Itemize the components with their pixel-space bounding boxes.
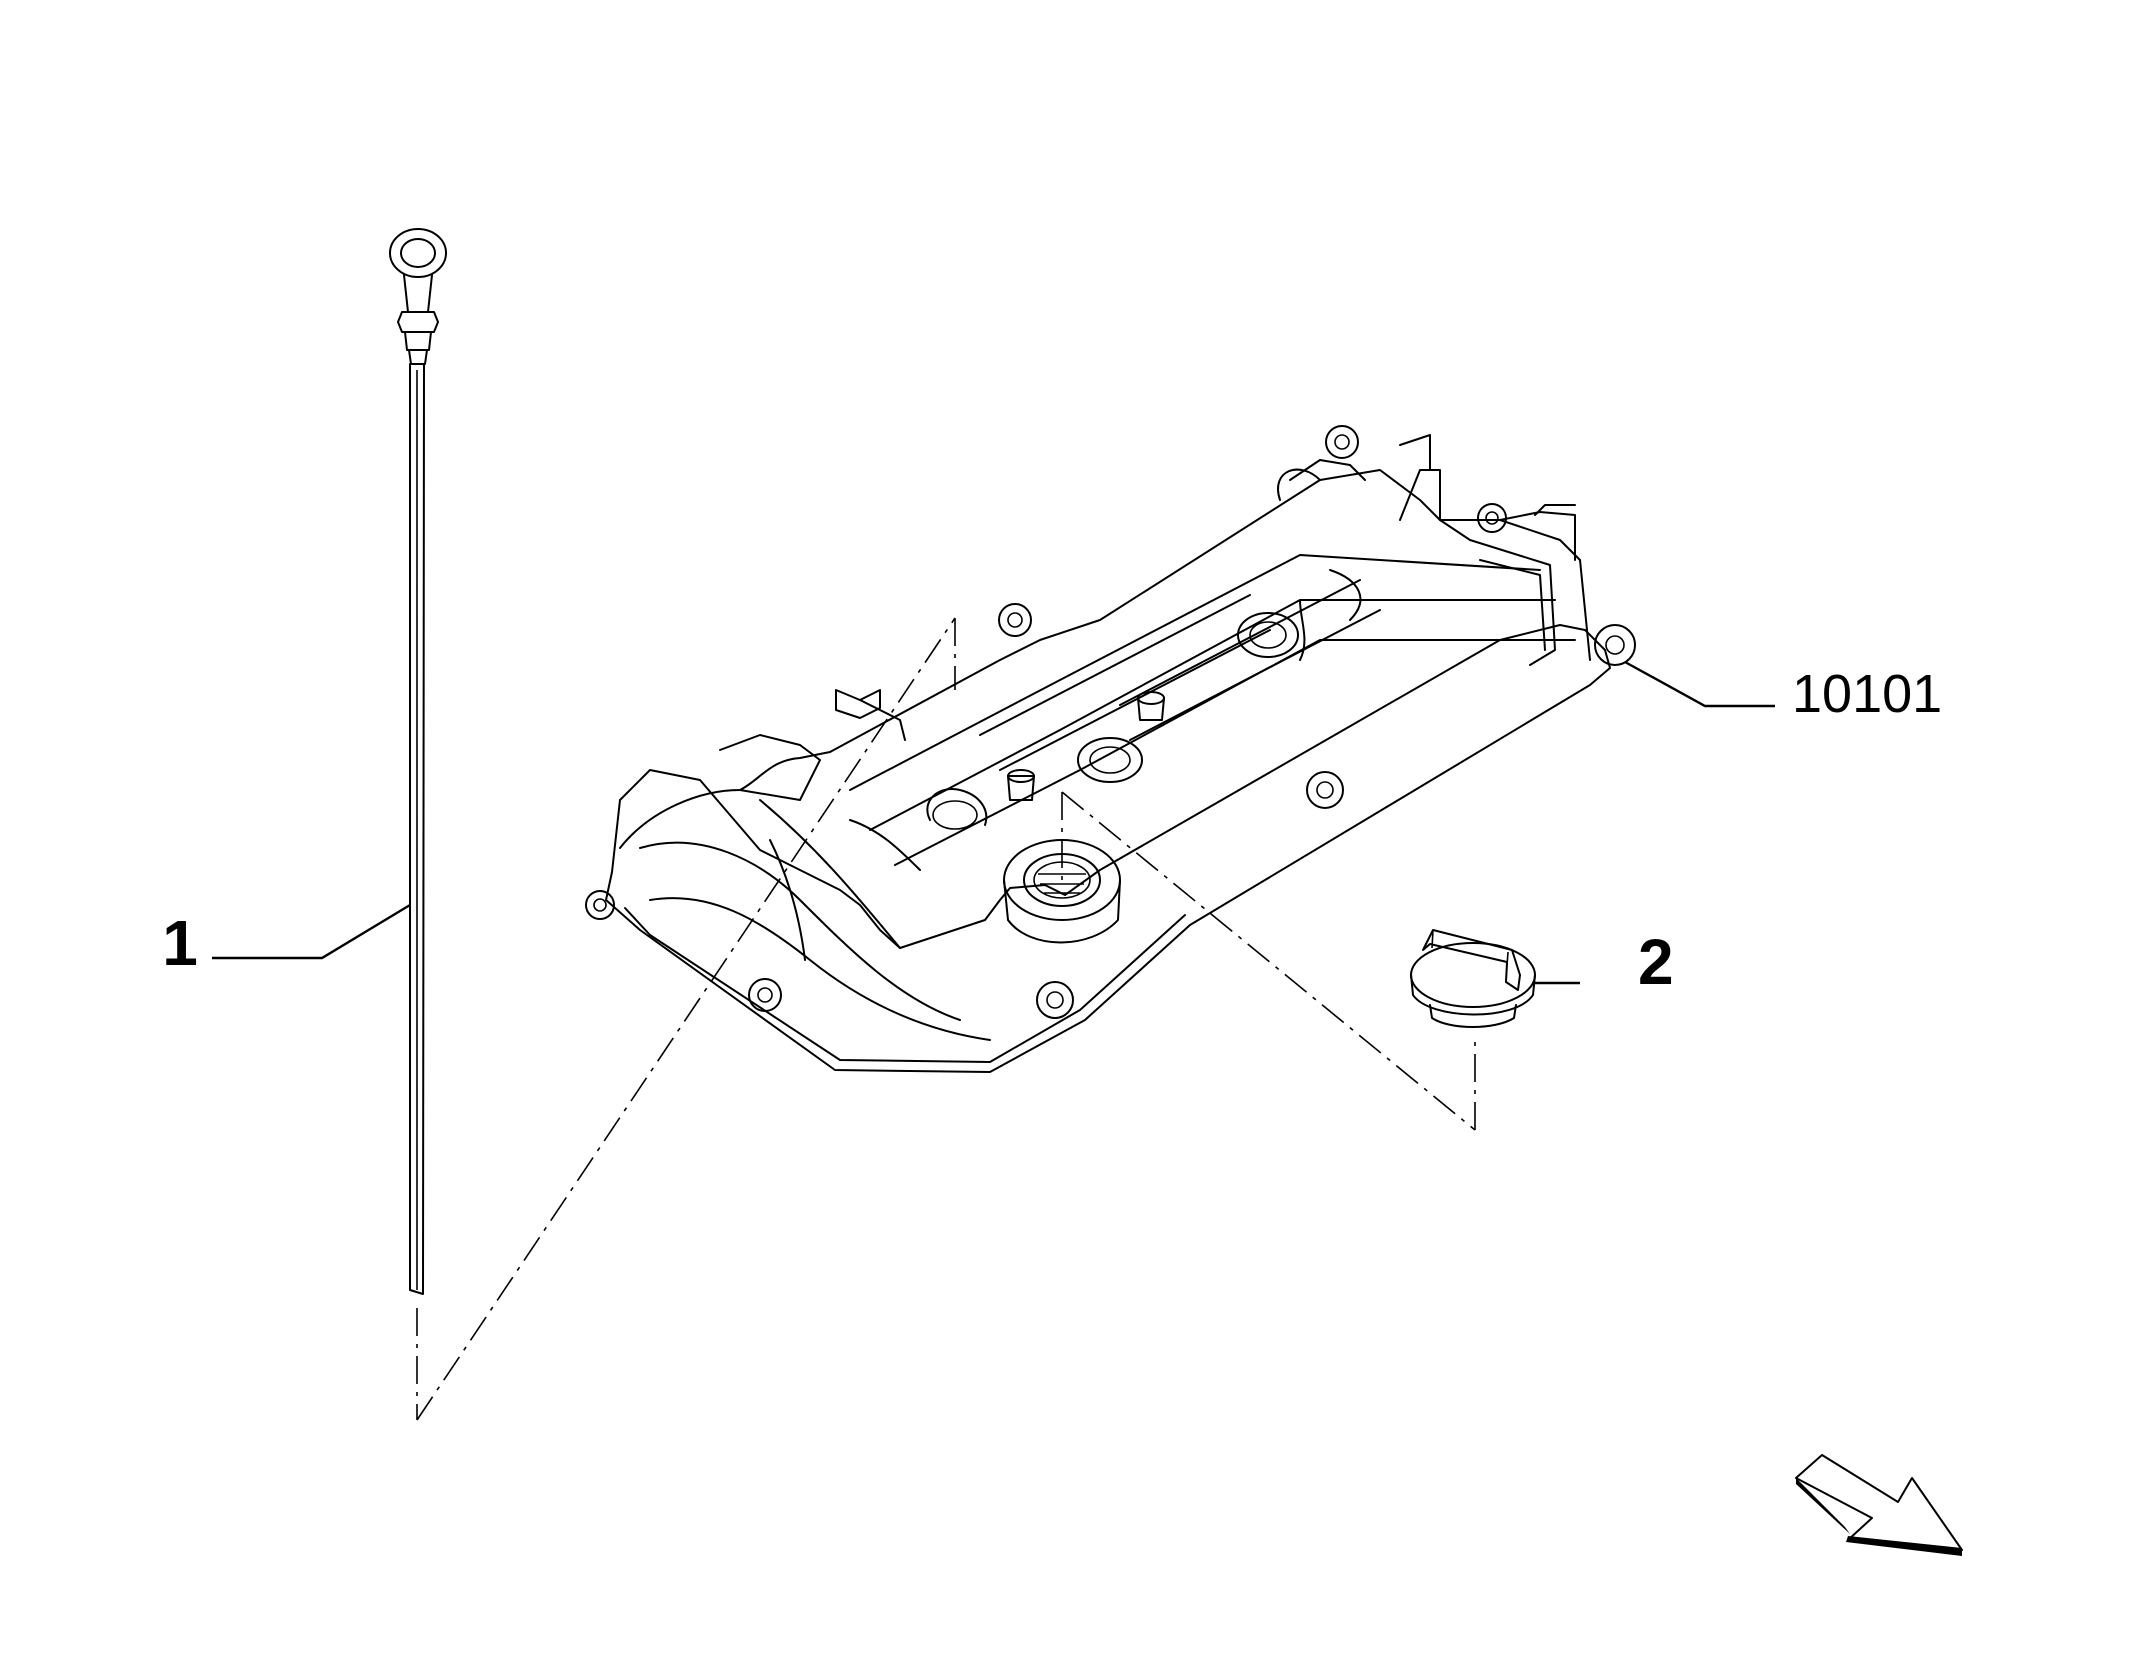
- dipstick-icon[interactable]: [389, 228, 447, 1295]
- callout-1: 1: [162, 907, 198, 979]
- callout-2: 2: [1638, 926, 1674, 998]
- leader-lines: [212, 660, 1775, 985]
- direction-arrow-icon: [1795, 1454, 1963, 1556]
- callout-10101: 10101: [1792, 664, 1942, 724]
- assembly-centerlines: [416, 617, 1476, 1421]
- oil-filler-cap-icon[interactable]: [1410, 929, 1536, 1028]
- valve-cover-icon[interactable]: [585, 425, 1636, 1073]
